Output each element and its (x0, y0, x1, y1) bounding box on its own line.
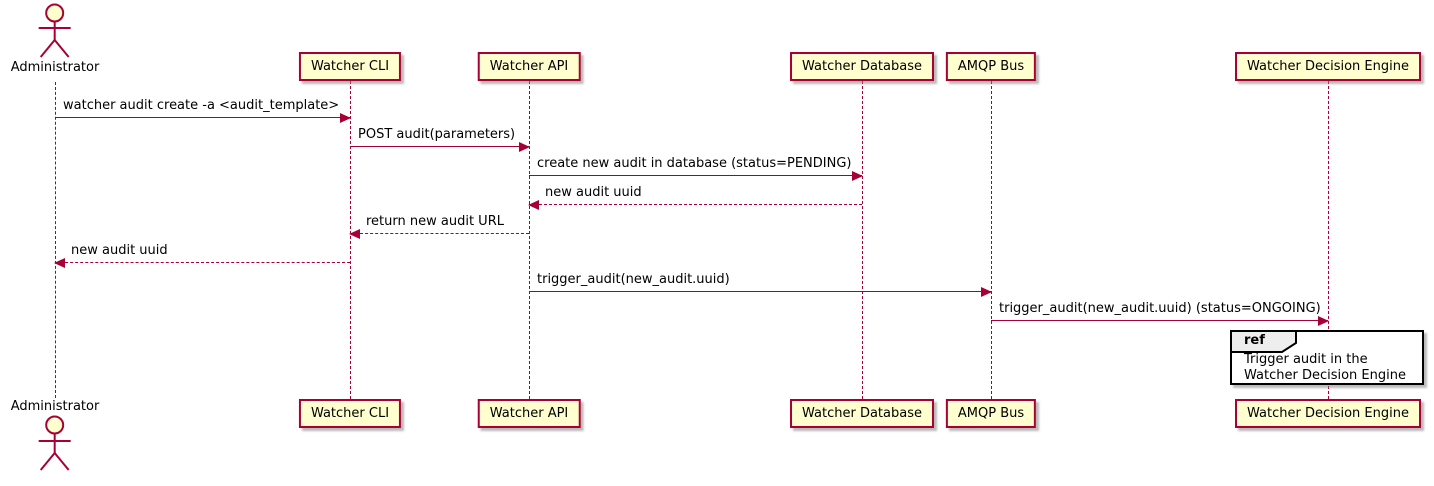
participant-label: AMQP Bus (957, 59, 1025, 74)
message-text: trigger_audit(new_audit.uuid) (status=ON… (999, 301, 1321, 316)
participant-label: Watcher Decision Engine (1247, 406, 1409, 421)
message-return-audit-url: return new audit URL (349, 212, 529, 239)
actor-figure-icon (39, 3, 71, 58)
actor-administrator-top: Administrator (10, 3, 100, 75)
participant-box-amqp-bus-top: AMQP Bus (945, 52, 1037, 81)
lifeline-administrator (55, 82, 56, 398)
lifeline-watcher-api (529, 81, 530, 399)
message-trigger-audit-ongoing: trigger_audit(new_audit.uuid) (status=ON… (991, 299, 1329, 326)
message-post-audit: POST audit(parameters) (350, 125, 530, 152)
ref-text: Trigger audit in the Watcher Decision En… (1244, 352, 1406, 384)
arrowhead-icon (340, 113, 351, 123)
message-create-audit-db: create new audit in database (status=PEN… (529, 154, 863, 181)
ref-fragment: ref Trigger audit in the Watcher Decisio… (1230, 330, 1424, 385)
participant-label: Watcher API (489, 59, 569, 74)
message-audit-create: watcher audit create -a <audit_template> (55, 96, 351, 123)
lifeline-watcher-cli (350, 81, 351, 399)
message-text: trigger_audit(new_audit.uuid) (537, 272, 730, 287)
ref-text-line1: Trigger audit in the (1244, 352, 1368, 367)
participant-label: Watcher CLI (310, 59, 390, 74)
lifeline-watcher-decision-engine (1328, 81, 1329, 399)
message-arrow (529, 175, 862, 176)
message-arrow (991, 320, 1328, 321)
message-text: watcher audit create -a <audit_template> (63, 98, 340, 113)
message-new-audit-uuid-to-admin: new audit uuid (54, 241, 350, 268)
message-arrow (55, 262, 350, 263)
arrowhead-icon (528, 200, 539, 210)
message-arrow (529, 204, 862, 205)
message-arrow (350, 233, 529, 234)
ref-keyword: ref (1244, 333, 1265, 348)
message-trigger-audit: trigger_audit(new_audit.uuid) (529, 270, 992, 297)
message-arrow (55, 117, 350, 118)
arrowhead-icon (519, 142, 530, 152)
participant-label: Watcher API (489, 406, 569, 421)
ref-tab-icon (1230, 330, 1297, 353)
participant-label: Watcher CLI (310, 406, 390, 421)
lifeline-watcher-database (862, 81, 863, 399)
participant-label: Watcher Database (802, 406, 922, 421)
participant-box-watcher-api-top: Watcher API (477, 52, 581, 81)
message-text: POST audit(parameters) (358, 127, 516, 142)
participant-label: AMQP Bus (957, 406, 1025, 421)
participant-box-watcher-database-top: Watcher Database (790, 52, 934, 81)
participant-label: Watcher Decision Engine (1247, 59, 1409, 74)
message-text: new audit uuid (545, 185, 642, 200)
message-arrow (529, 291, 991, 292)
participant-label: Watcher Database (802, 59, 922, 74)
arrowhead-icon (981, 287, 992, 297)
message-text: new audit uuid (71, 243, 168, 258)
actor-label: Administrator (10, 60, 100, 75)
participant-box-watcher-cli-top: Watcher CLI (298, 52, 402, 81)
ref-text-line2: Watcher Decision Engine (1244, 368, 1406, 383)
participant-box-watcher-api-bottom: Watcher API (477, 399, 581, 428)
message-new-audit-uuid-return: new audit uuid (528, 183, 862, 210)
arrowhead-icon (852, 171, 863, 181)
participant-box-watcher-cli-bottom: Watcher CLI (298, 399, 402, 428)
participant-box-watcher-decision-engine-top: Watcher Decision Engine (1235, 52, 1421, 81)
arrowhead-icon (1318, 316, 1329, 326)
actor-administrator-bottom: Administrator (10, 399, 100, 474)
message-arrow (350, 146, 529, 147)
arrowhead-icon (54, 258, 65, 268)
participant-box-watcher-decision-engine-bottom: Watcher Decision Engine (1235, 399, 1421, 428)
message-text: return new audit URL (366, 214, 504, 229)
message-text: create new audit in database (status=PEN… (537, 156, 852, 171)
actor-label: Administrator (10, 399, 100, 414)
arrowhead-icon (349, 229, 360, 239)
participant-box-amqp-bus-bottom: AMQP Bus (945, 399, 1037, 428)
participant-box-watcher-database-bottom: Watcher Database (790, 399, 934, 428)
lifeline-amqp-bus (991, 81, 992, 399)
actor-figure-icon (39, 415, 71, 471)
